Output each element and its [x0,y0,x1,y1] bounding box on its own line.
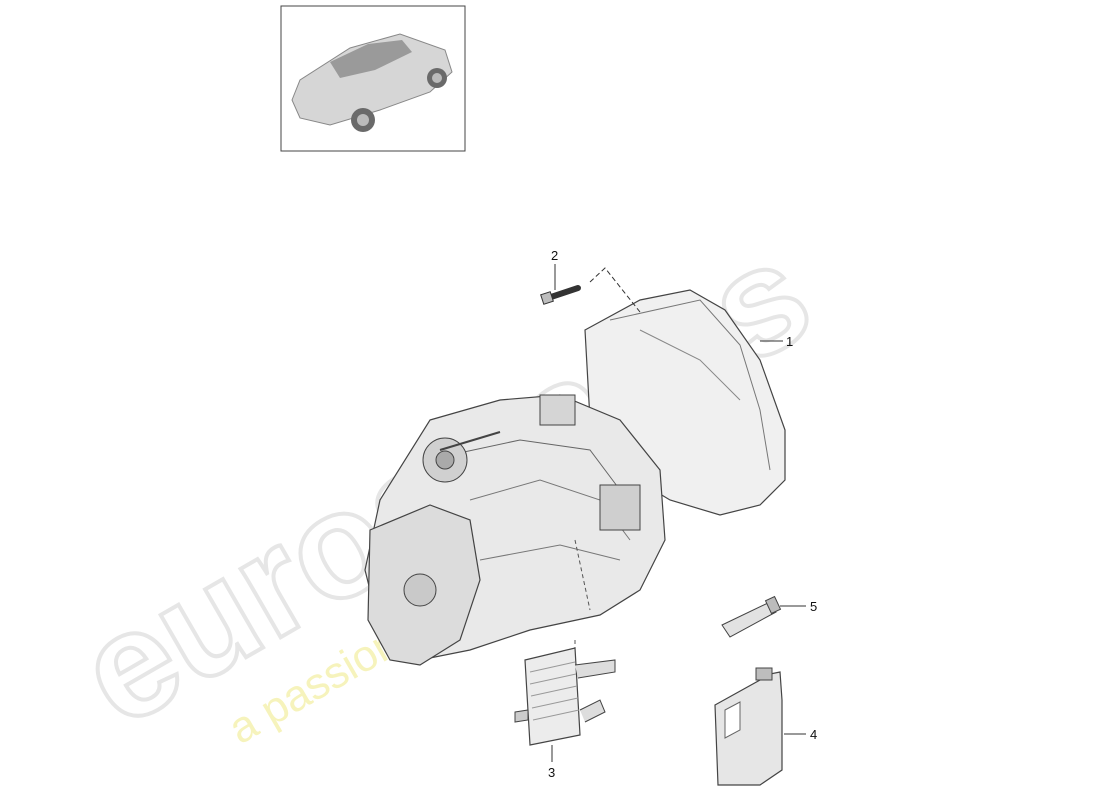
vehicle-thumbnail [280,5,466,152]
oil-cooler-illustration[interactable] [514,640,616,746]
callout-2-label[interactable]: 2 [551,248,558,263]
oil-container-illustration[interactable] [714,667,783,786]
callout-1-label[interactable]: 1 [786,334,793,349]
callout-4-label[interactable]: 4 [810,727,817,742]
callout-labels: 1 2 3 4 5 [548,248,817,780]
callout-5-label[interactable]: 5 [810,599,817,614]
leader-lines [551,264,806,762]
car-icon [291,33,453,132]
transmission-illustration[interactable] [364,289,786,666]
callout-3-label[interactable]: 3 [548,765,555,780]
tube-illustration[interactable] [721,595,782,638]
bolt-illustration[interactable] [540,267,641,313]
